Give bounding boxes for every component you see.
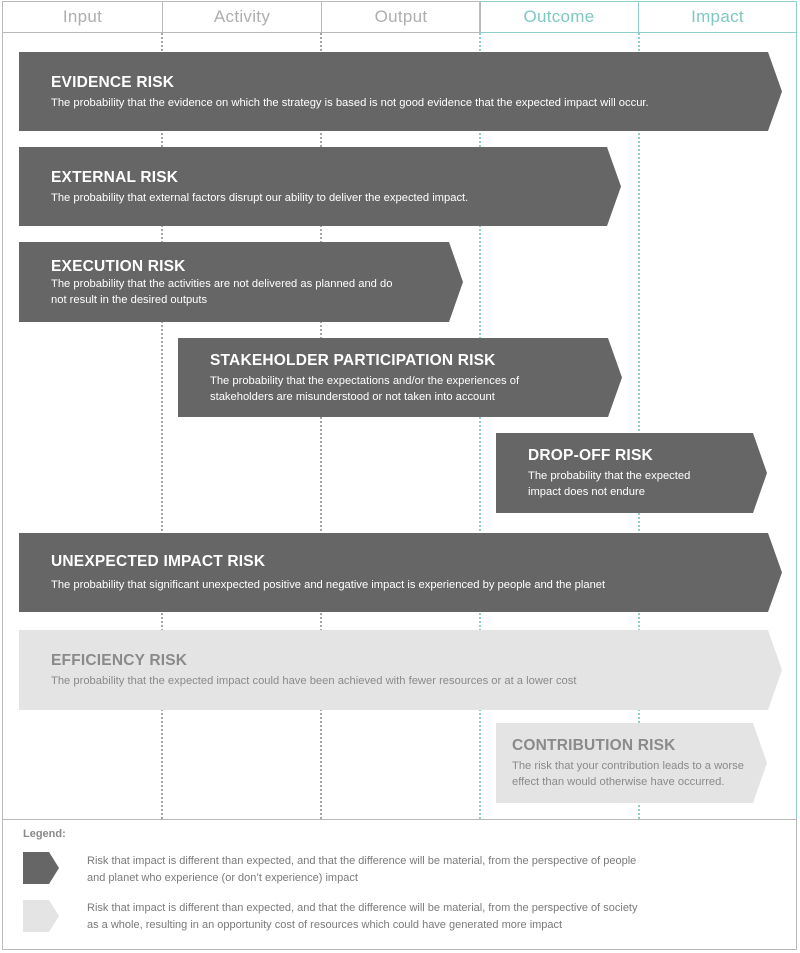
divider-output-outcome <box>479 33 481 819</box>
evidence-risk-title: EVIDENCE RISK <box>51 73 175 91</box>
drop-off-risk-title: DROP-OFF RISK <box>528 447 653 464</box>
execution-risk-title: EXECUTION RISK <box>51 257 186 275</box>
execution-risk-arrow: EXECUTION RISK The probability that the … <box>19 242 463 322</box>
legend-dark-description: Risk that impact is different than expec… <box>87 855 637 884</box>
column-header-output: Output <box>321 1 481 33</box>
unexpected-impact-risk-title: UNEXPECTED IMPACT RISK <box>51 553 266 570</box>
stakeholder-participation-risk-arrow: STAKEHOLDER PARTICIPATION RISK The proba… <box>178 338 622 417</box>
contribution-risk-description: The risk that your contribution leads to… <box>512 760 744 788</box>
column-header-input: Input <box>2 1 163 33</box>
drop-off-risk-arrow: DROP-OFF RISK The probability that the e… <box>496 433 767 513</box>
legend-title: Legend: <box>23 828 66 840</box>
execution-risk-description: The probability that the activities are … <box>51 277 393 306</box>
external-risk-arrow: EXTERNAL RISK The probability that exter… <box>19 147 621 226</box>
contribution-risk-arrow: CONTRIBUTION RISK The risk that your con… <box>496 723 767 803</box>
divider-input-activity <box>161 33 163 819</box>
contribution-risk-title: CONTRIBUTION RISK <box>512 737 676 754</box>
efficiency-risk-description: The probability that the expected impact… <box>51 675 577 687</box>
divider-activity-output <box>320 33 322 819</box>
stakeholder-participation-risk-title: STAKEHOLDER PARTICIPATION RISK <box>210 351 496 369</box>
unexpected-impact-risk-description: The probability that significant unexpec… <box>51 579 606 591</box>
frame-right-border <box>796 33 797 819</box>
evidence-risk-arrow: EVIDENCE RISK The probability that the e… <box>19 52 782 131</box>
legend-light-arrow-icon <box>23 900 59 932</box>
external-risk-title: EXTERNAL RISK <box>51 168 179 186</box>
stakeholder-participation-risk-description: The probability that the expectations an… <box>210 374 520 403</box>
drop-off-risk-description: The probability that the expected impact… <box>528 470 691 498</box>
external-risk-description: The probability that external factors di… <box>51 191 469 204</box>
unexpected-impact-risk-arrow: UNEXPECTED IMPACT RISK The probability t… <box>19 533 782 612</box>
column-header-outcome: Outcome <box>479 1 639 33</box>
evidence-risk-description: The probability that the evidence on whi… <box>51 96 649 109</box>
legend: Legend: Risk that impact is different th… <box>2 819 797 950</box>
column-header-impact: Impact <box>638 1 797 33</box>
legend-dark-arrow-icon <box>23 852 59 884</box>
column-header-activity: Activity <box>162 1 322 33</box>
frame-left-border <box>2 33 3 819</box>
efficiency-risk-arrow: EFFICIENCY RISK The probability that the… <box>19 630 782 710</box>
legend-light-description: Risk that impact is different than expec… <box>87 902 638 931</box>
efficiency-risk-title: EFFICIENCY RISK <box>51 652 188 669</box>
divider-outcome-impact <box>638 33 640 819</box>
stage-header: Input Activity Output Outcome Impact <box>2 1 797 33</box>
